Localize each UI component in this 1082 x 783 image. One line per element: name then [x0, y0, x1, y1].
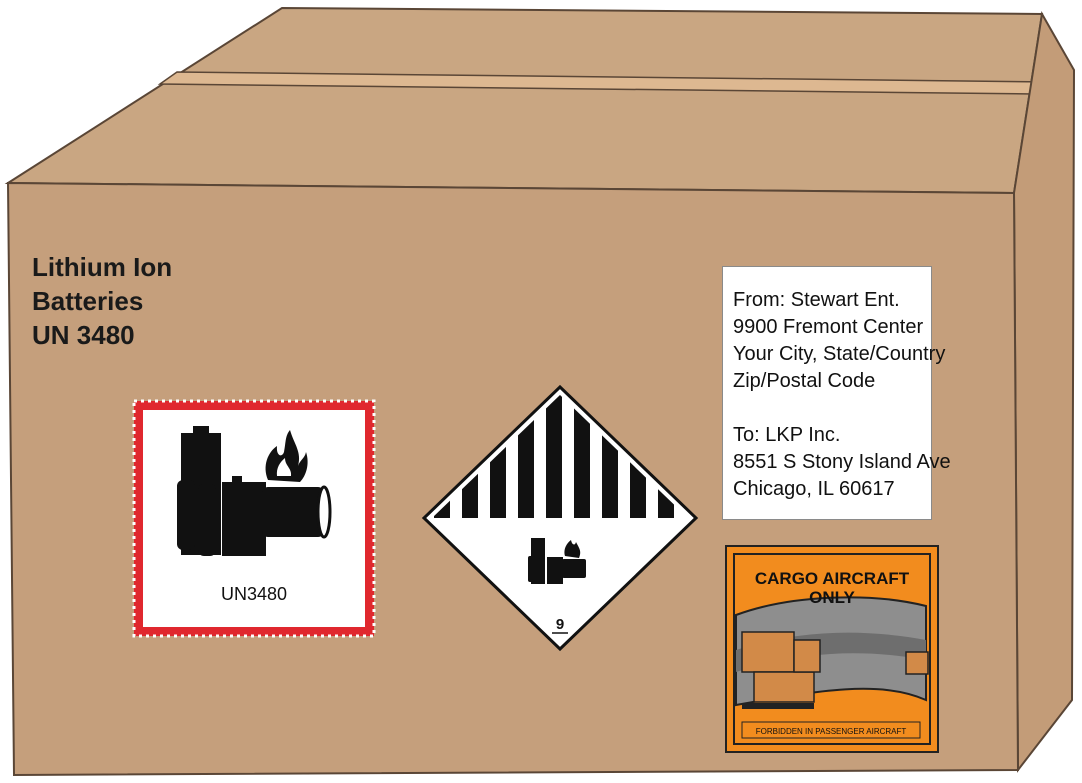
to-line: To: LKP Inc.: [733, 424, 841, 446]
cargo-aircraft-only-label: CARGO AIRCRAFT ONLY FORBIDDEN IN PASSENG…: [725, 545, 939, 753]
battery-label-text: UN3480: [221, 584, 287, 604]
hazard-class-number: 9: [556, 616, 564, 633]
fire-icon: [265, 430, 308, 482]
marking-line-1: Lithium Ion: [32, 252, 173, 282]
address-label: From: Stewart Ent. 9900 Fremont Center Y…: [722, 266, 951, 520]
from-zip: Zip/Postal Code: [733, 370, 876, 392]
to-city: Chicago, IL 60617: [733, 478, 895, 500]
cargo-footer-text: FORBIDDEN IN PASSENGER AIRCRAFT: [756, 727, 907, 736]
from-line: From: Stewart Ent.: [733, 289, 900, 311]
battery-handling-label: UN3480: [132, 399, 376, 638]
small-battery-icon: [528, 538, 586, 584]
cargo-title-line1: CARGO AIRCRAFT: [755, 569, 910, 588]
box-marking: Lithium Ion Batteries UN 3480: [32, 250, 172, 352]
lithium-battery-icon: [177, 426, 332, 556]
to-street: 8551 S Stony Island Ave: [733, 451, 951, 473]
marking-line-3: UN 3480: [32, 320, 135, 350]
from-street: 9900 Fremont Center: [733, 316, 924, 338]
marking-line-2: Batteries: [32, 286, 144, 316]
cargo-boxes-icon: [741, 631, 929, 703]
address-spacer: [733, 395, 931, 422]
from-city: Your City, State/Country: [733, 343, 946, 365]
cargo-title-line2: ONLY: [809, 588, 855, 607]
class-9-hazard-diamond: 9: [421, 384, 699, 652]
small-fire-icon: [564, 540, 581, 558]
box-top-face: [4, 6, 1044, 195]
